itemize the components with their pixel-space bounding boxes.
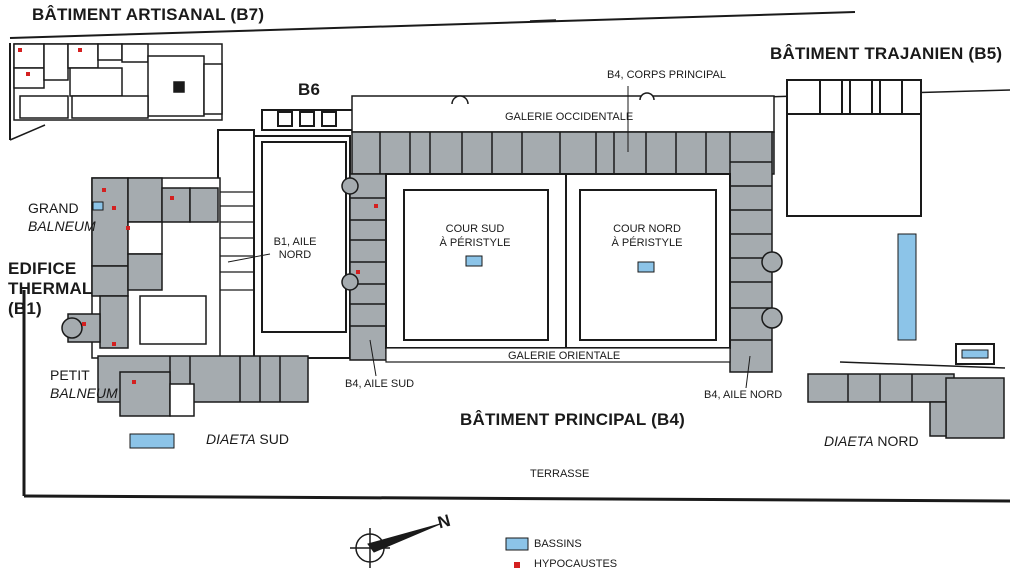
label-edifice-thermal-2: THERMAL bbox=[8, 279, 93, 298]
label-terrasse: TERRASSE bbox=[530, 468, 590, 480]
b4-aile-sud-building bbox=[341, 173, 387, 361]
label-edifice-thermal-3: (B1) bbox=[8, 299, 42, 318]
label-b1-aile-nord-2: NORD bbox=[278, 249, 312, 261]
label-batiment-principal: BÂTIMENT PRINCIPAL (B4) bbox=[460, 410, 685, 429]
diaeta-sud-rest: SUD bbox=[255, 431, 289, 447]
label-batiment-artisanal: BÂTIMENT ARTISANAL (B7) bbox=[32, 5, 265, 24]
diaeta-nord-italic: DIAETA bbox=[824, 433, 874, 449]
label-petit: PETIT bbox=[50, 367, 90, 383]
edifice-thermal-b1 bbox=[61, 177, 221, 359]
label-b6: B6 bbox=[298, 80, 321, 99]
label-b1-aile-nord-1: B1, AILE bbox=[273, 236, 317, 248]
label-balneum-petit: BALNEUM bbox=[50, 385, 118, 401]
batiment-trajanien-b5 bbox=[786, 79, 922, 217]
label-balneum-grand: BALNEUM bbox=[28, 218, 96, 234]
legend-swatches bbox=[505, 537, 529, 568]
diaeta-nord-building bbox=[807, 373, 1005, 439]
label-grand: GRAND bbox=[28, 200, 79, 216]
label-galerie-orientale: GALERIE ORIENTALE bbox=[508, 350, 621, 362]
label-b4-corps-principal: B4, CORPS PRINCIPAL bbox=[607, 69, 726, 81]
legend-pool-swatch bbox=[505, 537, 529, 551]
hypocaust-markers bbox=[18, 48, 378, 384]
label-diaeta-sud: DIAETA SUD bbox=[206, 431, 289, 447]
label-cour-nord-2: À PÉRISTYLE bbox=[611, 237, 683, 249]
courtyards bbox=[385, 173, 731, 363]
label-batiment-trajanien: BÂTIMENT TRAJANIEN (B5) bbox=[770, 44, 1003, 63]
batiment-artisanal-b7 bbox=[13, 43, 223, 121]
label-b4-aile-nord: B4, AILE NORD bbox=[704, 389, 783, 401]
diaeta-nord-rest: NORD bbox=[873, 433, 919, 449]
legend-bassins-label: BASSINS bbox=[534, 538, 582, 550]
pools bbox=[92, 201, 995, 449]
label-diaeta-nord: DIAETA NORD bbox=[824, 433, 919, 449]
diaeta-sud-italic: DIAETA bbox=[206, 431, 256, 447]
legend-hypocaust-marker bbox=[514, 562, 520, 568]
compass-rose-icon bbox=[350, 523, 441, 568]
label-edifice-thermal-1: EDIFICE bbox=[8, 259, 77, 278]
label-b4-aile-sud: B4, AILE SUD bbox=[345, 378, 415, 390]
label-cour-sud-2: À PÉRISTYLE bbox=[439, 237, 511, 249]
label-galerie-occidentale: GALERIE OCCIDENTALE bbox=[505, 111, 634, 123]
legend-hypocaustes-label: HYPOCAUSTES bbox=[534, 558, 618, 570]
southern-range bbox=[97, 355, 309, 417]
label-cour-nord-1: COUR NORD bbox=[613, 223, 681, 235]
leader-lines bbox=[227, 86, 751, 389]
batiment-b6 bbox=[261, 109, 355, 131]
label-cour-sud-1: COUR SUD bbox=[445, 223, 505, 235]
b4-corps-principal bbox=[351, 92, 775, 175]
